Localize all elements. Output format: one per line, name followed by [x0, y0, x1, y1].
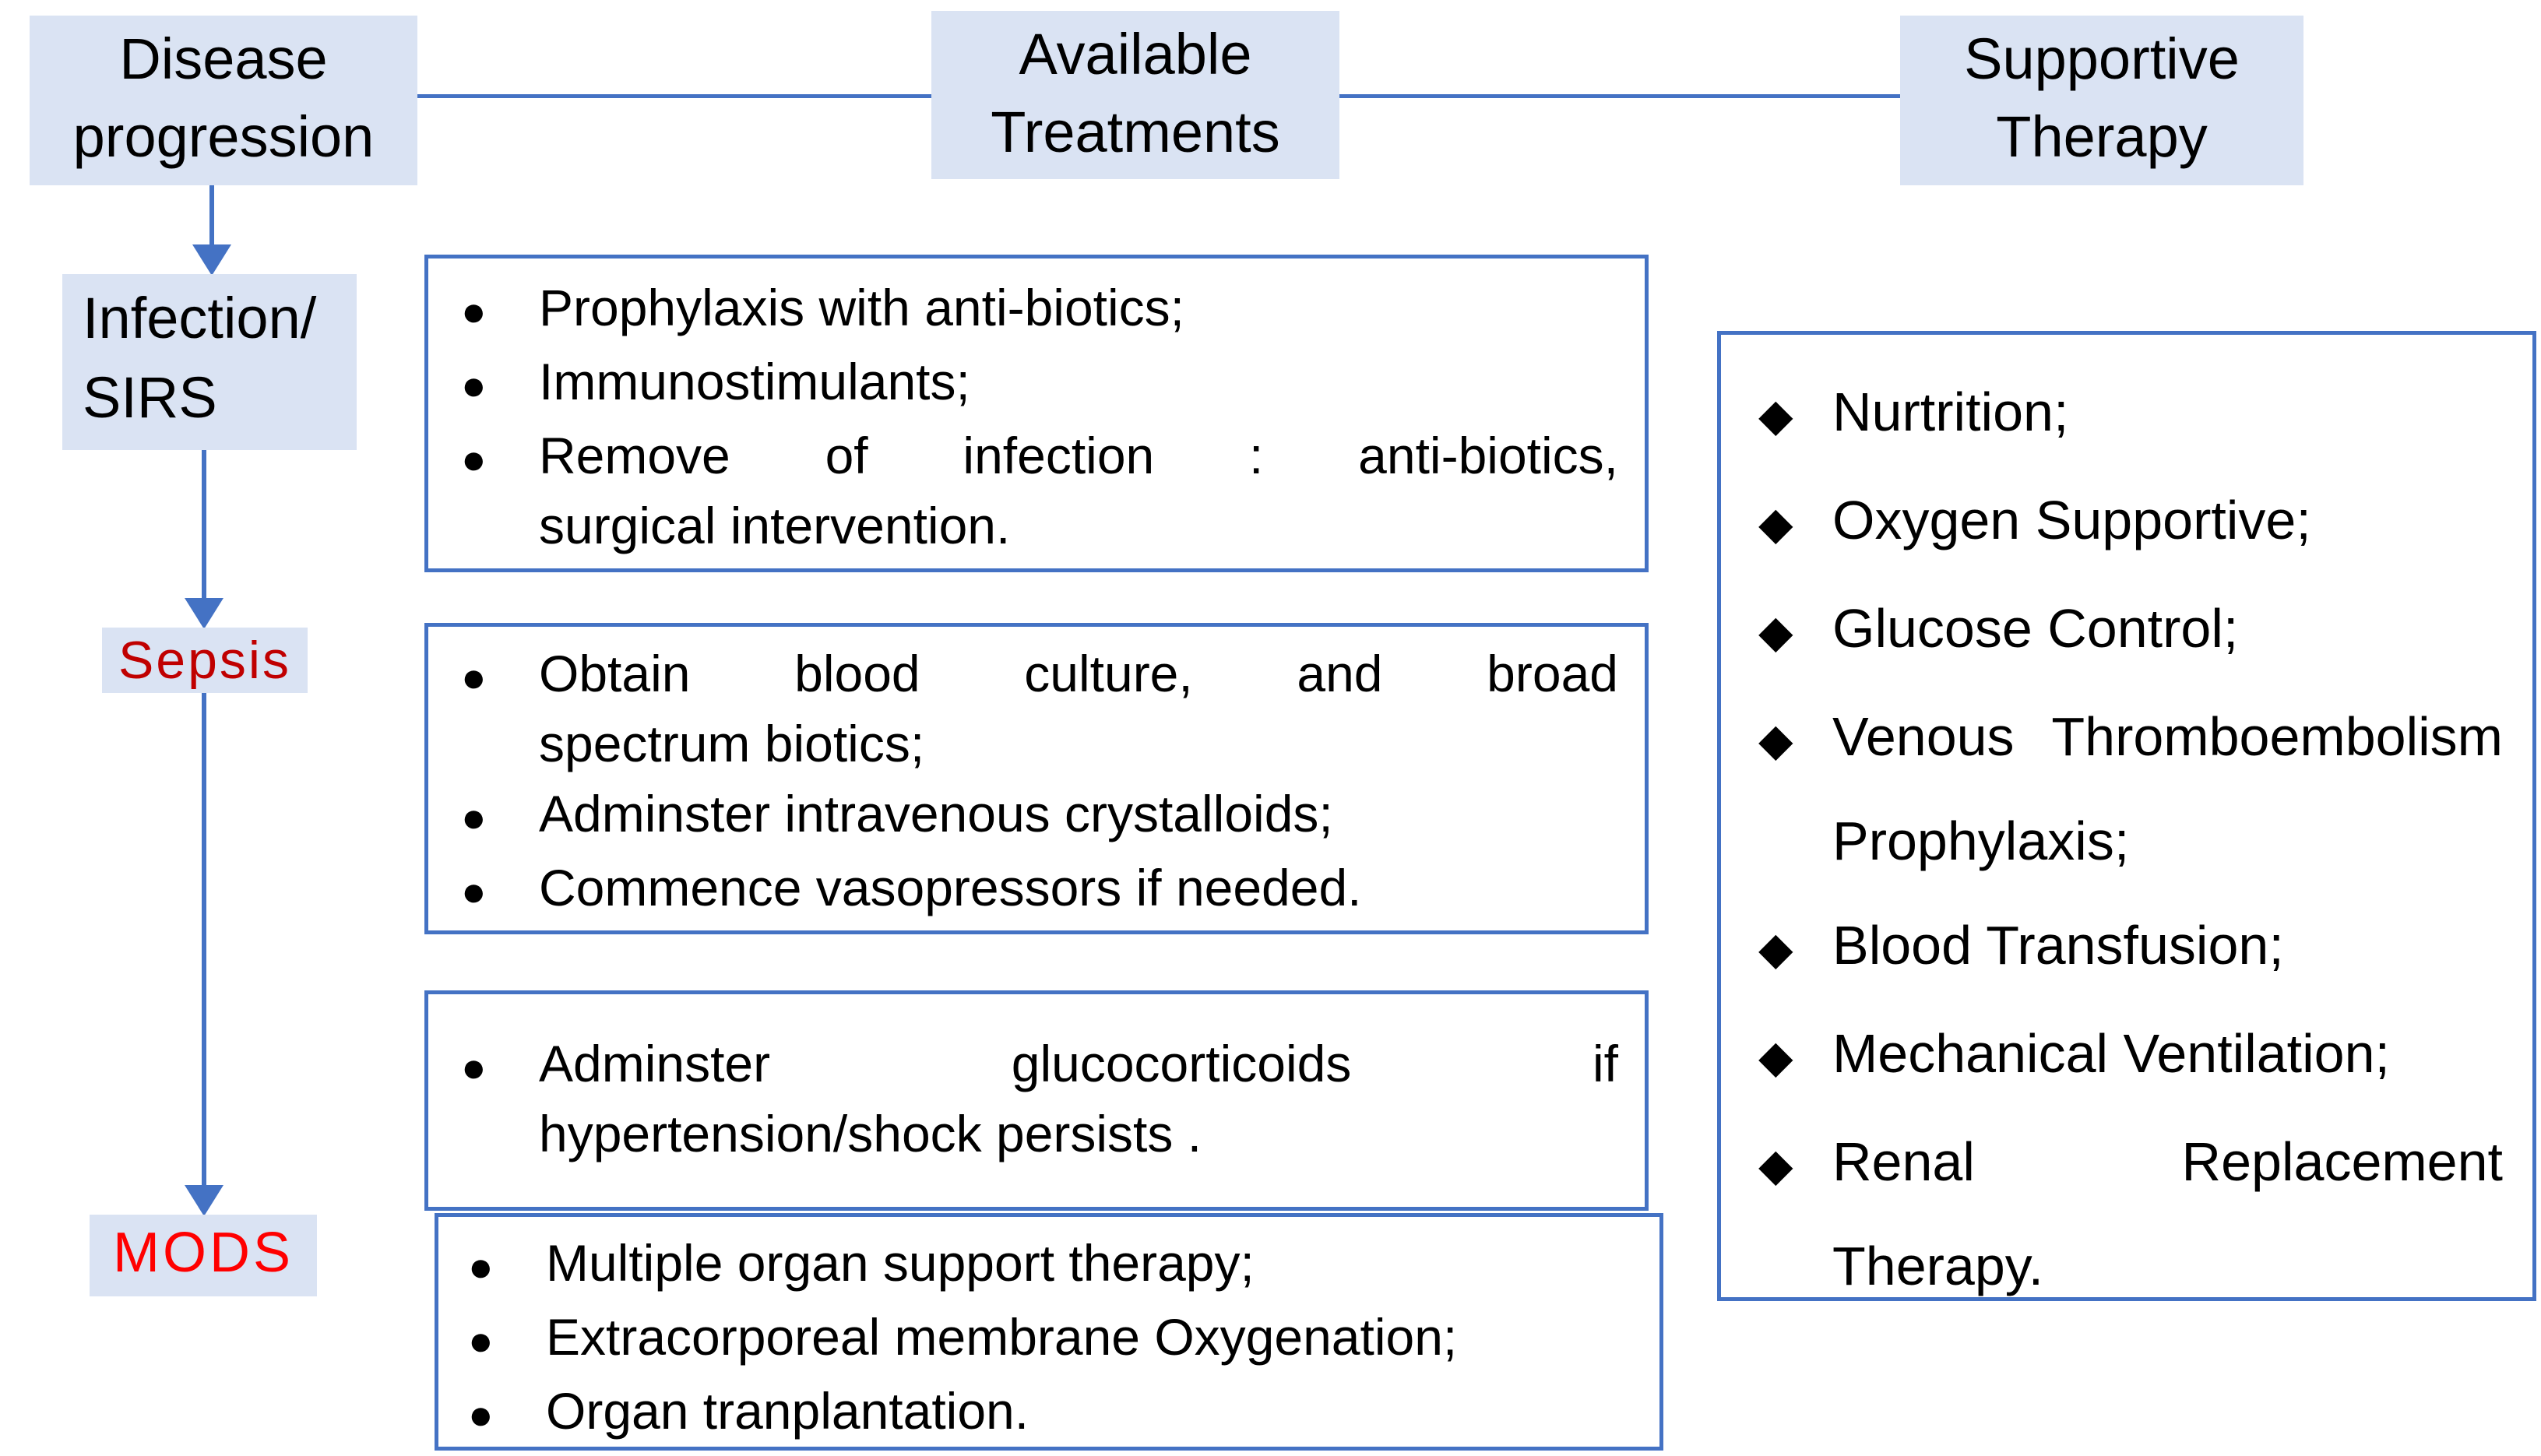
bullet-icon: ●: [461, 654, 487, 701]
treatment-text: Remove of infection : anti-biotics,: [539, 427, 1618, 484]
disease-progression-header: Disease progression: [30, 16, 417, 185]
treatment-text: spectrum biotics;: [539, 715, 925, 772]
supportive-therapy-box: ◆ Nurtrition; ◆ Oxygen Supportive; ◆ Glu…: [1717, 331, 2536, 1301]
list-item: ◆ Glucose Control;: [1755, 576, 2503, 684]
arrow-infection-to-sepsis-shaft: [202, 445, 206, 600]
list-item: ● Organ tranplantation.: [462, 1376, 1636, 1450]
supportive-text: Renal Replacement: [1832, 1131, 2503, 1192]
supportive-text: Prophylaxis;: [1832, 811, 2130, 871]
supportive-therapy-header: Supportive Therapy: [1900, 16, 2303, 185]
available-treatments-label-line1: Available: [1019, 22, 1252, 86]
list-item: ◆ Venous Thromboembolism Prophylaxis;: [1755, 684, 2503, 893]
treatment-text: Adminster intravenous crystalloids;: [539, 785, 1333, 842]
arrow-infection-to-sepsis-head: [185, 598, 223, 629]
bullet-icon: ●: [468, 1317, 494, 1364]
available-treatments-header: Available Treatments: [931, 11, 1339, 179]
list-item: ● Commence vasopressors if needed.: [455, 853, 1618, 927]
list-item: ● Remove of infection : anti-biotics, su…: [455, 420, 1618, 561]
treatment-text: Multiple organ support therapy;: [546, 1234, 1255, 1292]
list-item: ● Multiple organ support therapy;: [462, 1228, 1636, 1302]
diamond-icon: ◆: [1758, 923, 1793, 974]
diamond-icon: ◆: [1758, 1032, 1793, 1082]
list-item: ● Prophylaxis with anti-biotics;: [455, 273, 1618, 346]
treatment-box-glucocorticoids: ● Adminster glucocorticoids if hypertens…: [424, 990, 1649, 1211]
diamond-icon: ◆: [1758, 607, 1793, 657]
treatment-text: Prophylaxis with anti-biotics;: [539, 279, 1184, 336]
infection-sirs-label-line2: SIRS: [83, 365, 217, 430]
diamond-icon: ◆: [1758, 1140, 1793, 1190]
disease-progression-label-line2: progression: [72, 104, 375, 169]
list-item: ◆ Mechanical Ventilation;: [1755, 1001, 2503, 1110]
diamond-icon: ◆: [1758, 715, 1793, 765]
list-item: ◆ Renal Replacement Therapy.: [1755, 1110, 2503, 1318]
sepsis-label: Sepsis: [118, 631, 292, 690]
available-treatments-label-line2: Treatments: [991, 100, 1280, 164]
stage-infection-sirs: Infection/ SIRS: [62, 274, 357, 450]
supportive-text: Venous Thromboembolism: [1832, 706, 2503, 767]
mods-label: MODS: [113, 1222, 294, 1284]
list-item: ◆ Blood Transfusion;: [1755, 893, 2503, 1001]
bullet-icon: ●: [461, 868, 487, 915]
bullet-icon: ●: [461, 288, 487, 335]
treatment-text: surgical intervention.: [539, 497, 1011, 554]
list-item: ● Obtain blood culture, and broad spectr…: [455, 638, 1618, 779]
diamond-icon: ◆: [1758, 390, 1793, 441]
treatment-text: Adminster glucocorticoids if: [539, 1035, 1618, 1092]
stage-mods: MODS: [90, 1215, 317, 1296]
treatment-text: Immunostimulants;: [539, 353, 970, 410]
treatment-text: Obtain blood culture, and broad: [539, 645, 1618, 702]
arrow-sepsis-to-mods-head: [185, 1185, 223, 1216]
supportive-text: Oxygen Supportive;: [1832, 490, 2311, 550]
supportive-therapy-label-line2: Therapy: [1996, 104, 2208, 169]
treatment-text: hypertension/shock persists .: [539, 1105, 1202, 1162]
treatment-text: Commence vasopressors if needed.: [539, 859, 1362, 916]
supportive-text: Glucose Control;: [1832, 598, 2239, 659]
disease-progression-label-line1: Disease: [119, 26, 328, 91]
treatment-box-infection: ● Prophylaxis with anti-biotics; ● Immun…: [424, 255, 1649, 572]
bullet-icon: ●: [461, 794, 487, 841]
stage-sepsis: Sepsis: [102, 628, 308, 693]
supportive-text: Therapy.: [1832, 1236, 2044, 1296]
treatment-box-mods: ● Multiple organ support therapy; ● Extr…: [435, 1213, 1663, 1451]
list-item: ◆ Oxygen Supportive;: [1755, 468, 2503, 576]
treatment-text: Organ tranplantation.: [546, 1382, 1029, 1440]
bullet-icon: ●: [461, 436, 487, 483]
arrow-disease-to-infection-head: [192, 244, 231, 276]
list-item: ● Immunostimulants;: [455, 346, 1618, 420]
list-item: ● Adminster glucocorticoids if hypertens…: [455, 1029, 1618, 1169]
supportive-therapy-label-line1: Supportive: [1964, 26, 2240, 91]
supportive-text: Blood Transfusion;: [1832, 915, 2284, 976]
treatment-box-sepsis: ● Obtain blood culture, and broad spectr…: [424, 623, 1649, 934]
list-item: ● Extracorporeal membrane Oxygenation;: [462, 1302, 1636, 1376]
diamond-icon: ◆: [1758, 498, 1793, 549]
arrow-disease-to-infection-shaft: [209, 181, 214, 246]
arrow-sepsis-to-mods-shaft: [202, 693, 206, 1187]
bullet-icon: ●: [468, 1391, 494, 1438]
supportive-text: Mechanical Ventilation;: [1832, 1023, 2390, 1084]
infection-sirs-label-line1: Infection/: [83, 286, 317, 350]
treatment-text: Extracorporeal membrane Oxygenation;: [546, 1308, 1458, 1366]
supportive-text: Nurtrition;: [1832, 382, 2069, 442]
bullet-icon: ●: [468, 1243, 494, 1290]
bullet-icon: ●: [461, 1044, 487, 1091]
list-item: ◆ Nurtrition;: [1755, 360, 2503, 468]
bullet-icon: ●: [461, 362, 487, 409]
list-item: ● Adminster intravenous crystalloids;: [455, 779, 1618, 853]
